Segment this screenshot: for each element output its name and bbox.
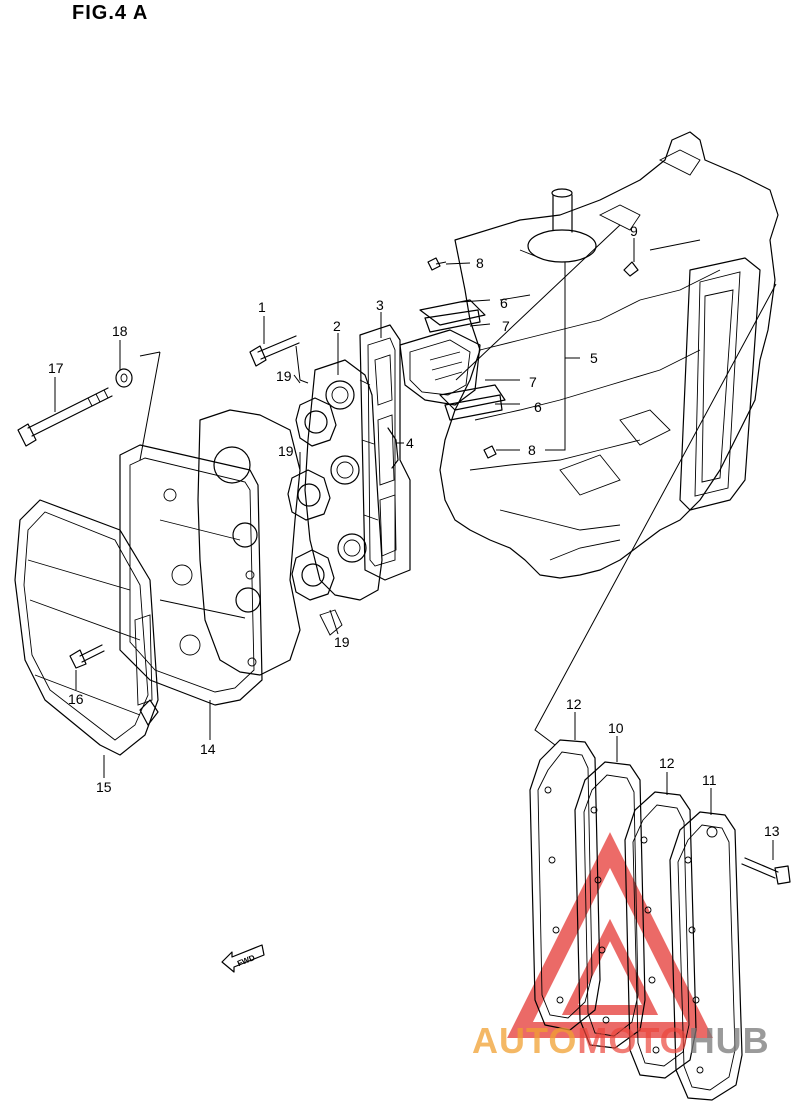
exhaust-cover	[14, 499, 159, 756]
watermark-part-1: AUTO	[472, 1020, 578, 1061]
cylinder-head	[197, 409, 343, 676]
callout-3: 3	[376, 297, 384, 313]
callout-1: 1	[258, 299, 266, 315]
bolt-17	[17, 387, 113, 447]
reed-valve-assembly	[399, 299, 506, 421]
watermark-part-3: HUB	[688, 1020, 770, 1061]
callout-19-lower: 19	[334, 634, 350, 650]
dowel-pin	[387, 427, 399, 469]
callout-19-upper: 19	[276, 368, 292, 384]
callout-18: 18	[112, 323, 128, 339]
callout-7-upper: 7	[502, 318, 510, 334]
callout-9: 9	[630, 223, 638, 239]
figure-title: FIG.4 A	[72, 2, 149, 24]
callout-5: 5	[590, 350, 598, 366]
callout-15: 15	[96, 779, 112, 795]
callout-7-lower: 7	[529, 374, 537, 390]
callout-6-lower: 6	[534, 399, 542, 415]
bolt-13	[741, 857, 791, 885]
callout-12-rear: 12	[566, 696, 582, 712]
watermark-text: AUTOMOTOHUB	[472, 1020, 770, 1062]
watermark-part-2: MOTO	[577, 1020, 689, 1061]
screw-9	[623, 261, 639, 277]
washer-18	[115, 368, 133, 388]
fwd-label: FWD	[236, 953, 256, 968]
callout-10: 10	[608, 720, 624, 736]
bolt-1	[249, 335, 300, 367]
callout-labels: 1 2 3 4 5 6 6 7 7 8 8 9 10 11 12 12 13 1…	[48, 223, 780, 839]
screw-8-upper	[427, 257, 447, 271]
callout-16: 16	[68, 691, 84, 707]
leader-lines	[54, 224, 777, 860]
callout-8-upper: 8	[476, 255, 484, 271]
forward-direction-arrow: FWD	[221, 944, 265, 973]
callout-17: 17	[48, 360, 64, 376]
callout-2: 2	[333, 318, 341, 334]
callout-19-middle: 19	[278, 443, 294, 459]
callout-13: 13	[764, 823, 780, 839]
callout-4: 4	[406, 435, 414, 451]
bolt-16	[69, 644, 105, 669]
callout-8-lower: 8	[528, 442, 536, 458]
callout-11: 11	[702, 772, 717, 788]
callout-12-front: 12	[659, 755, 675, 771]
intake-manifold	[304, 359, 383, 601]
callout-14: 14	[200, 741, 216, 757]
watermark-logo	[507, 832, 713, 1038]
carburetor-gaskets	[287, 397, 337, 601]
screw-8-lower	[483, 445, 497, 459]
cover-gasket	[119, 444, 263, 706]
callout-6-upper: 6	[500, 295, 508, 311]
engine-block	[439, 131, 779, 579]
intake-gasket	[359, 324, 411, 581]
exhaust-plates	[529, 739, 743, 1101]
